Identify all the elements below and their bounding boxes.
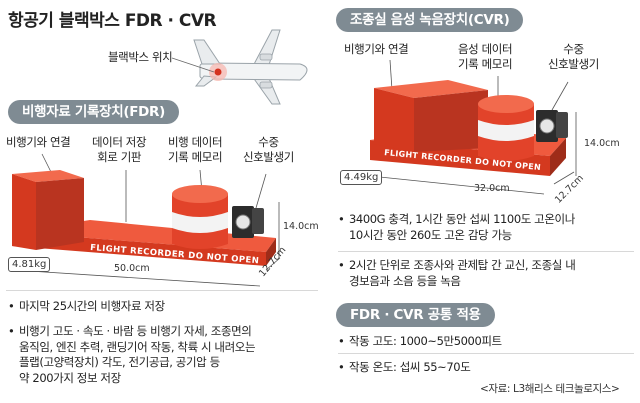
cvr-length: 32.0cm — [474, 183, 510, 194]
common-heading: FDR · CVR 공통 적용 — [336, 303, 495, 327]
cvr-bullet-1: •3400G 충격, 1시간 동안 섭씨 1100도 고온이나 10시간 동안 … — [338, 212, 575, 242]
common-bullet-1: •작동 고도: 1000~5만5000피트 — [338, 334, 502, 348]
fdr-height: 14.0cm — [283, 221, 319, 232]
fdr-bullet-2: •비행기 고도 · 속도 · 바람 등 비행기 자세, 조종면의 움직임, 엔진… — [8, 324, 256, 385]
cvr-height: 14.0cm — [584, 138, 620, 149]
common-separator — [338, 353, 634, 354]
cvr-bullet-2: •2시간 단위로 조종사와 관제탑 간 교신, 조종실 내 경보음과 소음 등을… — [338, 258, 576, 288]
fdr-weight: 4.81kg — [8, 257, 51, 272]
cvr-device: FLIGHT RECORDER DO NOT OPEN — [369, 60, 577, 195]
fdr-separator — [6, 290, 318, 291]
fdr-device: FLIGHT RECORDER DO NOT OPEN — [12, 153, 281, 287]
cvr-separator — [338, 251, 634, 252]
fdr-length: 50.0cm — [114, 263, 150, 274]
source-credit: <자료: L3해리스 테크놀로지스> — [480, 383, 620, 395]
plane-location-label: 블랙박스 위치 — [108, 50, 173, 64]
cvr-heading: 조종실 음성 녹음장치(CVR) — [336, 8, 524, 32]
cvr-label-connect: 비행기와 연결 — [344, 42, 409, 56]
fdr-heading: 비행자료 기록장치(FDR) — [8, 100, 180, 124]
cvr-label-beacon: 수중 신호발생기 — [548, 42, 599, 71]
common-bullet-2: •작동 온도: 섭씨 55~70도 — [338, 360, 471, 374]
fdr-label-connect: 비행기와 연결 — [6, 135, 71, 149]
page-title: 항공기 블랙박스 FDR · CVR — [8, 11, 217, 31]
fdr-label-board: 데이터 저장 회로 기판 — [92, 135, 147, 164]
fdr-bullet-1: •마지막 25시간의 비행자료 저장 — [8, 299, 165, 313]
plane-location-leader — [171, 57, 215, 73]
fdr-label-memory: 비행 데이터 기록 메모리 — [168, 135, 223, 164]
fdr-label-beacon: 수중 신호발생기 — [243, 135, 294, 164]
cvr-label-memory: 음성 데이터 기록 메모리 — [458, 42, 513, 71]
cvr-weight: 4.49kg — [340, 170, 383, 185]
airplane-illustration — [193, 29, 308, 105]
